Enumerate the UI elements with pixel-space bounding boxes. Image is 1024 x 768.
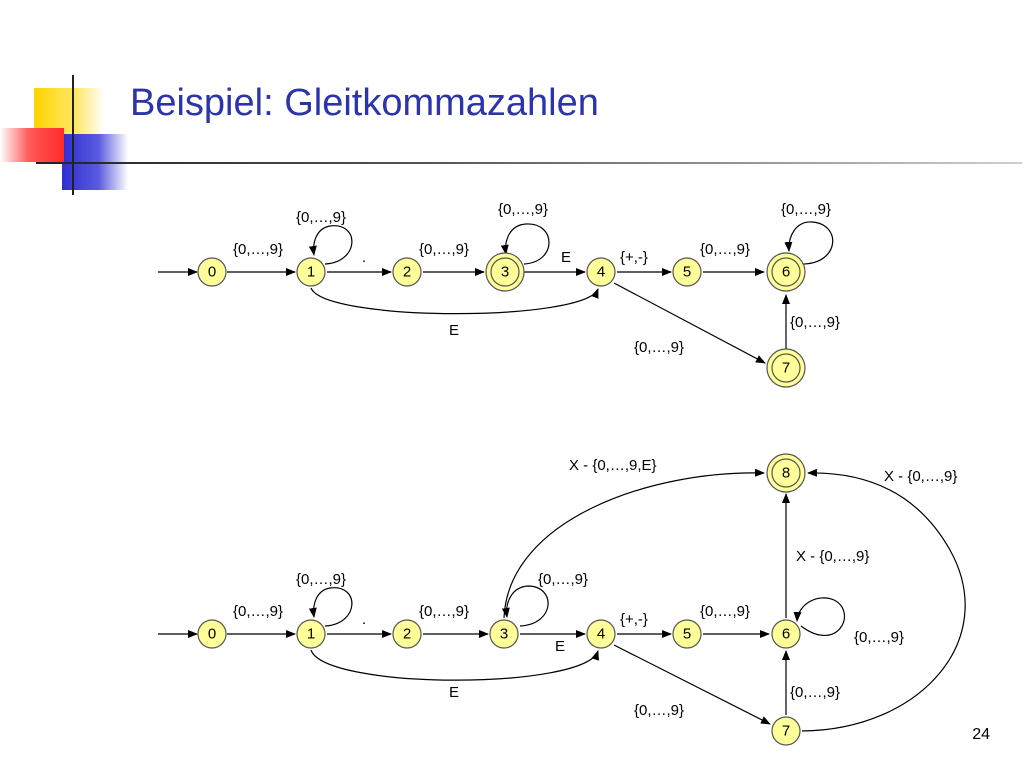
deco-red-bar [0,128,64,162]
state2-0: 0 [197,619,227,649]
svg-text:4: 4 [597,626,605,643]
label2-d7-6: {0,…,9} [790,684,840,701]
edge2-3-8 [503,468,765,619]
svg-text:7: 7 [782,360,790,377]
state-7-accepting: 7 [766,348,806,388]
diagram-2: {0,…,9} {0,…,9} . {0,…,9} {0,…,9} E {+,-… [158,453,966,746]
label-d2-3: {0,…,9} [419,241,469,258]
loop-3 [500,223,550,265]
label2-x7-8: X - {0,…,9} [884,468,957,485]
svg-text:7: 7 [782,723,790,740]
state2-3: 3 [489,619,519,649]
label2-dot: . [362,611,366,628]
label-d0-1: {0,…,9} [233,241,283,258]
svg-text:4: 4 [597,264,605,281]
state-5: 5 [672,257,702,287]
label-e3-4: E [561,249,571,266]
svg-text:1: 1 [307,626,315,643]
label-d7-6: {0,…,9} [790,314,840,331]
loop-6 [784,221,834,265]
label2-e1-4: E [449,684,459,701]
page-number: 24 [972,726,990,743]
svg-text:6: 6 [782,626,790,643]
label2-e3-4: E [555,638,565,655]
label2-d0-1: {0,…,9} [233,603,283,620]
state-6-accepting: 6 [766,252,806,292]
label2-d4-7: {0,…,9} [634,702,684,719]
state-4: 4 [586,257,616,287]
svg-text:3: 3 [501,264,509,281]
label-sign: {+,-} [620,249,648,266]
edge2-7-8 [801,468,966,732]
loop2-6 [793,597,845,636]
state-2: 2 [392,257,422,287]
svg-text:3: 3 [500,626,508,643]
state2-2: 2 [392,619,422,649]
label2-x6-8: X - {0,…,9} [796,548,869,565]
loop-1 [308,225,353,265]
svg-text:1: 1 [307,264,315,281]
state2-1: 1 [296,619,326,649]
loop2-3 [501,585,549,627]
label-e1-4: E [449,322,459,339]
state-1: 1 [296,257,326,287]
state2-6: 6 [771,619,801,649]
label2-loop3: {0,…,9} [538,571,588,588]
label2-sign: {+,-} [620,611,648,628]
svg-text:5: 5 [683,626,691,643]
slide-title: Beispiel: Gleitkommazahlen [130,82,599,124]
deco-horizontal-line [36,162,1022,164]
svg-text:8: 8 [782,465,790,482]
edge-4-7 [613,282,766,364]
svg-text:2: 2 [403,626,411,643]
deco-vertical-line [72,75,74,195]
svg-text:2: 2 [403,264,411,281]
state2-4: 4 [586,619,616,649]
label-loop3: {0,…,9} [498,201,548,218]
edge2-1-4 [310,649,599,681]
state2-5: 5 [672,619,702,649]
svg-text:0: 0 [208,264,216,281]
label-d4-7: {0,…,9} [634,339,684,356]
state-3-accepting: 3 [485,252,525,292]
svg-text:6: 6 [782,264,790,281]
state2-7: 7 [771,716,801,746]
label2-x3-8: X - {0,…,9,E} [569,457,657,474]
label-d5-6: {0,…,9} [700,241,750,258]
state2-8-accepting: 8 [766,453,806,493]
label2-d2-3: {0,…,9} [419,603,469,620]
label-loop6: {0,…,9} [781,201,831,218]
svg-text:5: 5 [683,264,691,281]
loop2-1 [308,587,353,627]
label-dot: . [362,249,366,266]
label2-loop1: {0,…,9} [296,571,346,588]
edge-1-4 [310,287,599,315]
label2-loop6: {0,…,9} [854,629,904,646]
svg-text:0: 0 [208,626,216,643]
diagram-1: {0,…,9} {0,…,9} . {0,…,9} {0,…,9} E {+,-… [158,201,840,388]
edge2-4-7 [613,644,771,725]
label-loop1: {0,…,9} [296,209,346,226]
state-0: 0 [197,257,227,287]
label2-d5-6: {0,…,9} [700,603,750,620]
